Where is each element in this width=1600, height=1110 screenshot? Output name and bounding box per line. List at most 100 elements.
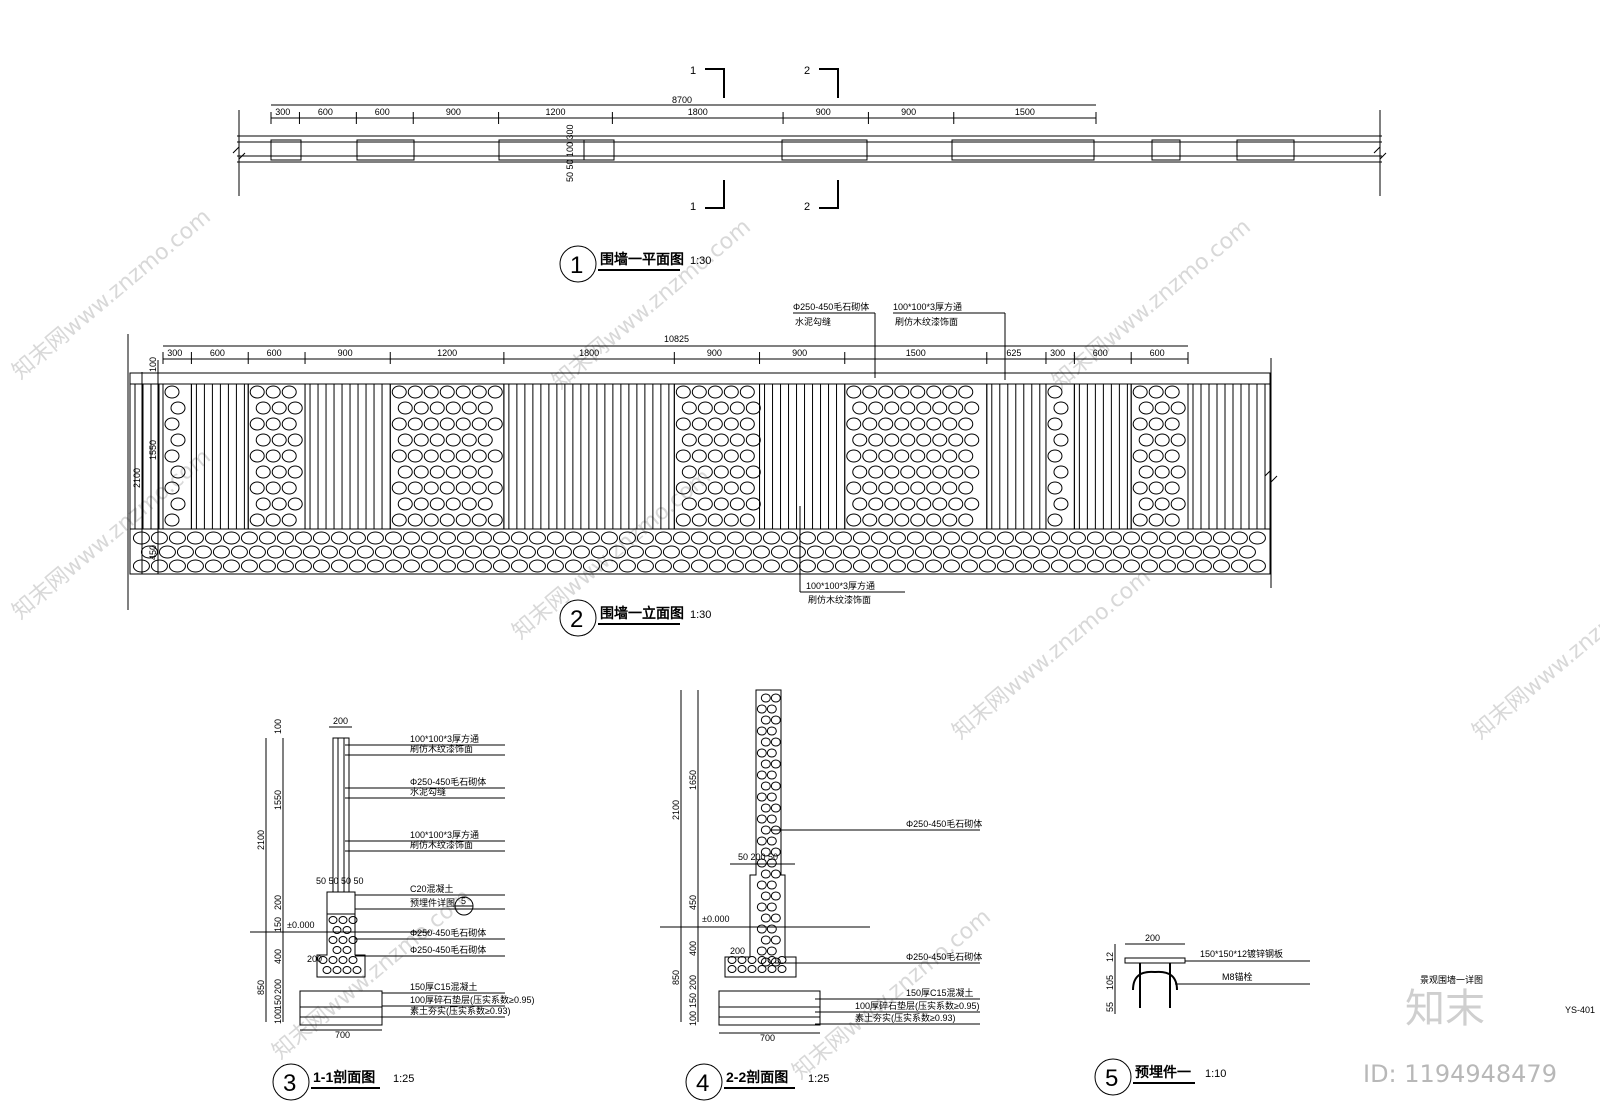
stone	[407, 449, 423, 463]
stone	[910, 513, 926, 527]
stone	[739, 449, 755, 463]
stone	[760, 913, 771, 923]
stone	[312, 559, 330, 573]
stone	[423, 481, 439, 495]
stone	[894, 513, 910, 527]
stone	[500, 545, 518, 559]
stone	[1164, 385, 1180, 399]
stone	[760, 693, 771, 703]
stone	[168, 531, 186, 545]
stone-wall-section	[724, 689, 797, 978]
stone	[287, 465, 303, 479]
stone	[397, 497, 413, 511]
stone	[926, 481, 942, 495]
section-label: Φ250-450毛石砌体	[410, 944, 486, 955]
stone	[168, 559, 186, 573]
stone	[846, 481, 862, 495]
stone	[1148, 449, 1164, 463]
stone	[846, 417, 862, 431]
elev-dim-label: 1200	[437, 348, 457, 358]
stone	[739, 513, 755, 527]
stone	[1164, 417, 1180, 431]
stone	[681, 433, 697, 447]
stone	[852, 559, 870, 573]
stone	[407, 513, 423, 527]
stone	[1158, 559, 1176, 573]
stone	[477, 497, 493, 511]
stone	[1148, 513, 1164, 527]
stone	[846, 385, 862, 399]
stone	[900, 401, 916, 415]
stone	[834, 559, 852, 573]
stone	[271, 497, 287, 511]
stone	[926, 385, 942, 399]
stone	[294, 559, 312, 573]
stone	[1014, 559, 1032, 573]
stone	[1053, 401, 1069, 415]
label-stone: Φ250-450毛石砌体	[906, 951, 982, 962]
section-mark-label: 2	[804, 201, 810, 213]
stone	[958, 385, 974, 399]
stone	[1158, 531, 1176, 545]
section-label: Φ250-450毛石砌体	[410, 776, 486, 787]
stone	[707, 449, 723, 463]
stone	[287, 433, 303, 447]
plan-pier	[583, 139, 615, 161]
stone	[906, 559, 924, 573]
stone	[1166, 545, 1184, 559]
stone	[471, 449, 487, 463]
stone	[474, 559, 492, 573]
plan-pier	[1151, 139, 1181, 161]
stone	[281, 449, 297, 463]
stone	[862, 417, 878, 431]
stone	[1184, 545, 1202, 559]
stone	[757, 965, 767, 973]
total-dimension: 10825	[664, 334, 689, 344]
stone	[846, 513, 862, 527]
stone	[1138, 497, 1154, 511]
drawing-title: 1-1剖面图	[313, 1069, 375, 1085]
stone	[806, 545, 824, 559]
stone	[698, 545, 716, 559]
stone	[439, 385, 455, 399]
stone	[910, 481, 926, 495]
stone	[654, 531, 672, 545]
section-mark-2-top	[819, 68, 839, 98]
stone	[950, 545, 968, 559]
stone	[492, 531, 510, 545]
stone	[618, 531, 636, 545]
stone	[757, 956, 767, 964]
stone	[429, 465, 445, 479]
section-mark-label: 2	[804, 65, 810, 77]
stone	[716, 545, 734, 559]
stone	[766, 946, 777, 956]
stone	[691, 481, 707, 495]
stone	[1132, 481, 1148, 495]
stone	[745, 497, 761, 511]
label-c15: 150厚C15混凝土	[906, 987, 974, 998]
stone	[958, 417, 974, 431]
stone	[1230, 531, 1248, 545]
stone	[884, 465, 900, 479]
stone	[726, 559, 744, 573]
plan-dim-label: 1200	[545, 107, 565, 117]
stone	[747, 956, 757, 964]
stone-column	[316, 913, 366, 978]
dim-label: 200	[730, 946, 745, 956]
break-symbol	[232, 145, 246, 161]
section-label: 100*100*3厚方通	[410, 733, 479, 744]
stone	[170, 465, 186, 479]
stone	[600, 531, 618, 545]
section-label: 100厚碎石垫层(压实系数≥0.95)	[410, 994, 534, 1005]
elev-dim-label: 600	[1150, 348, 1165, 358]
stone	[1138, 433, 1154, 447]
stone	[948, 401, 964, 415]
stone	[423, 417, 439, 431]
stone	[729, 465, 745, 479]
elev-dim-label: 300	[167, 348, 182, 358]
stone	[926, 449, 942, 463]
stone	[1170, 401, 1186, 415]
stone	[248, 545, 266, 559]
stone	[455, 385, 471, 399]
stone	[342, 966, 352, 974]
